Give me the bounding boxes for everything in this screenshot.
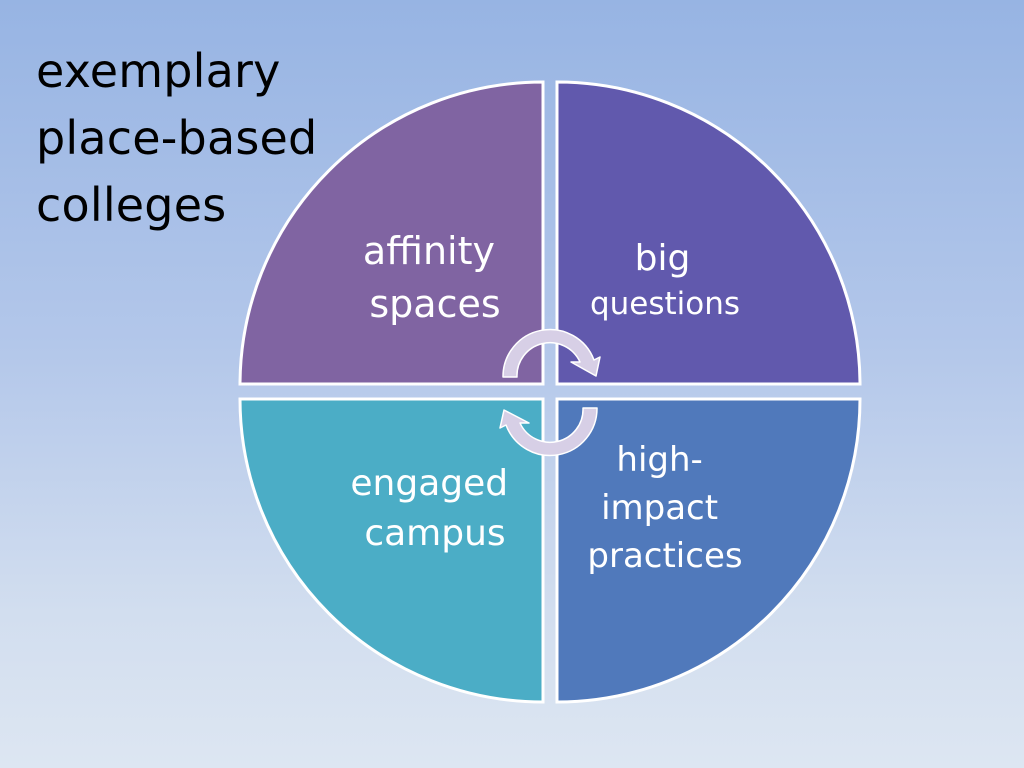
segment-label-high-impact-practices: high- impact practices [587,440,742,576]
slide-title: exemplary place-based colleges [36,38,317,239]
label-engaged-line-2: campus [364,513,505,554]
title-line-3: colleges [36,178,227,232]
segment-label-engaged-campus: engaged campus [350,463,519,554]
segment-engaged-campus [238,397,545,704]
title-line-1: exemplary [36,44,281,98]
label-high-line-1: high- [616,440,702,480]
label-high-line-3: practices [587,536,742,576]
label-big-line-1: big [635,238,691,279]
cycle-arrow-bottom [499,407,598,457]
segment-high-impact-practices [555,397,862,704]
label-high-line-2: impact [601,488,718,528]
label-affinity-line-2: spaces [369,282,500,326]
segment-affinity-spaces [238,80,545,386]
label-affinity-line-1: affinity [363,229,495,273]
cycle-arrow-top [502,328,601,378]
segment-label-big-questions: big questions [590,238,740,322]
title-line-2: place-based [36,111,318,165]
label-big-line-2: questions [590,286,740,322]
segment-label-affinity-spaces: affinity spaces [363,229,507,326]
segment-big-questions [555,80,862,386]
label-engaged-line-1: engaged [350,463,508,504]
